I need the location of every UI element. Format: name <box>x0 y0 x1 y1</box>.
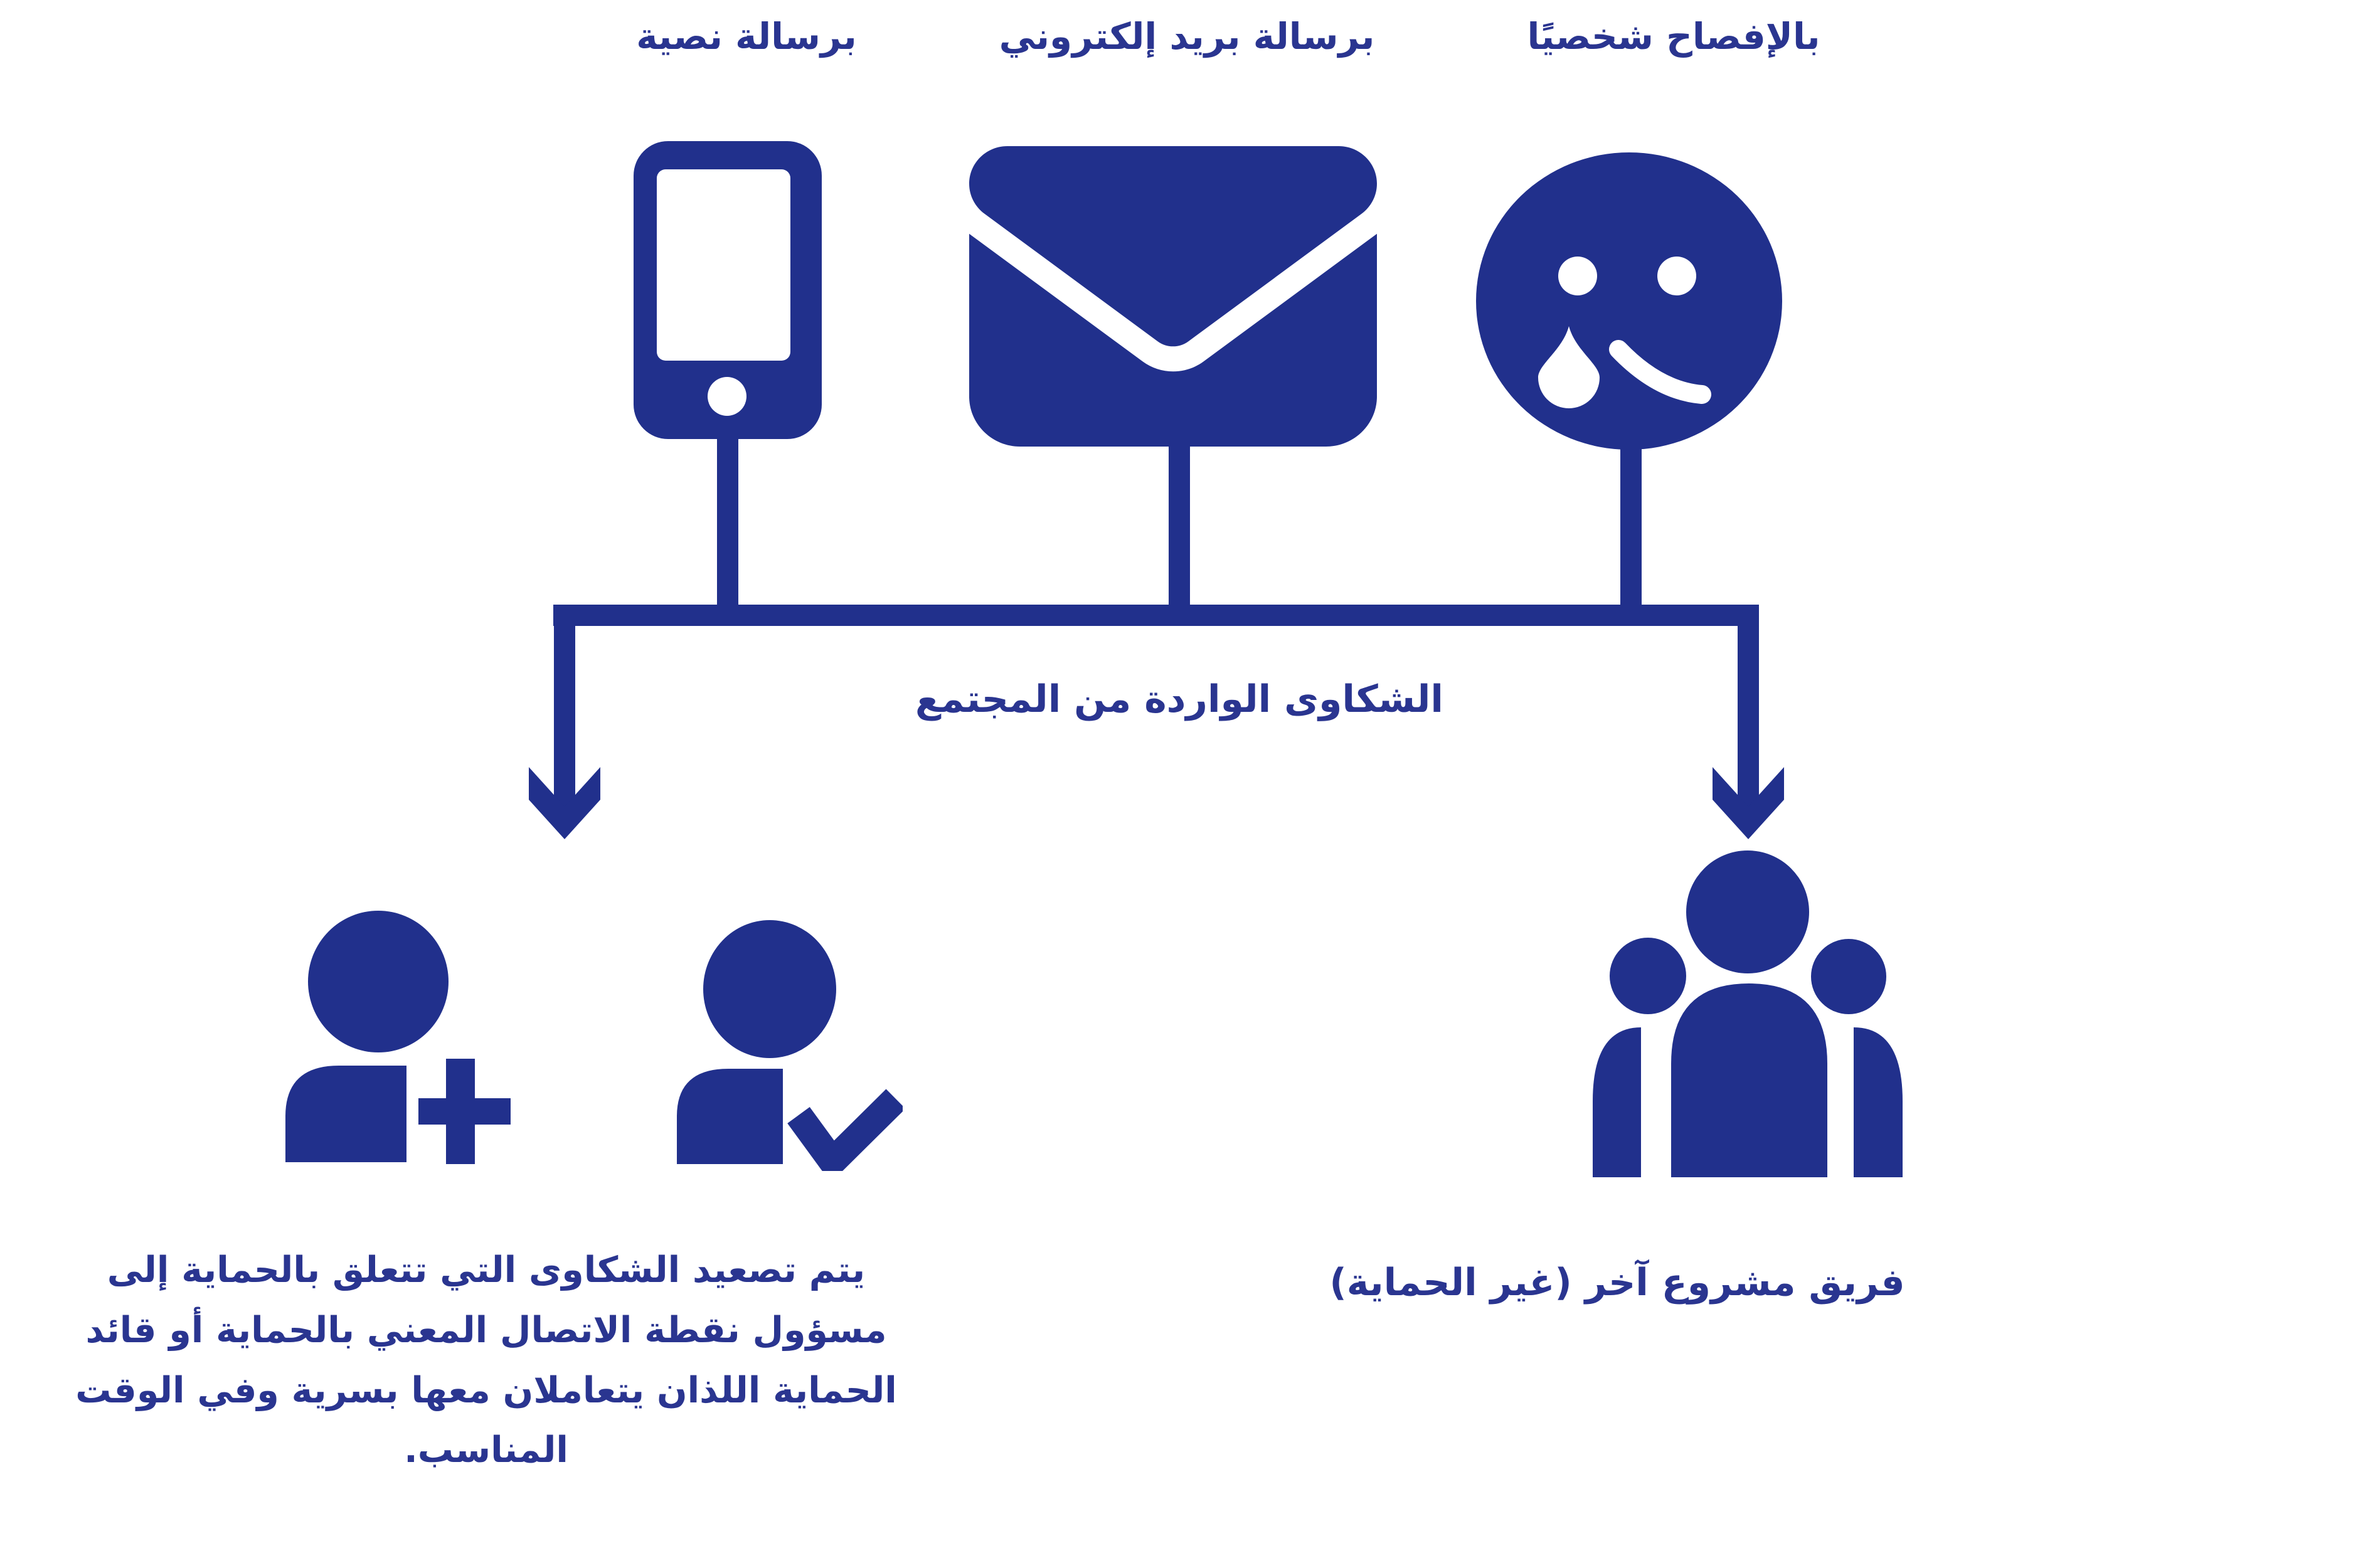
connector-stem-in-person <box>1620 448 1642 605</box>
people-group-icon <box>1580 850 1903 1177</box>
channel-label-email: برسالة بريد إلكتروني <box>999 15 1375 58</box>
envelope-icon <box>969 146 1377 447</box>
person-check-icon <box>677 916 903 1171</box>
other-team-label: فريق مشروع آخر (غير الحماية) <box>1329 1261 1905 1305</box>
channel-label-in-person: بالإفصاح شخصيًا <box>1527 15 1820 58</box>
connector-stem-sms <box>717 438 738 605</box>
sad-face-icon <box>1476 152 1782 450</box>
down-arrow-right <box>1713 626 1784 839</box>
channel-label-sms: برسالة نصية <box>636 15 857 58</box>
connector-stem-email <box>1169 445 1190 605</box>
person-plus-icon <box>285 909 511 1165</box>
connector-bar <box>553 605 1759 626</box>
connector-label: الشكاوى الواردة من المجتمع <box>915 677 1443 721</box>
protection-escalation-note: يتم تصعيد الشكاوى التي تتعلق بالحماية إل… <box>75 1249 897 1471</box>
down-arrow-left <box>529 626 600 839</box>
smartphone-icon <box>634 141 822 439</box>
